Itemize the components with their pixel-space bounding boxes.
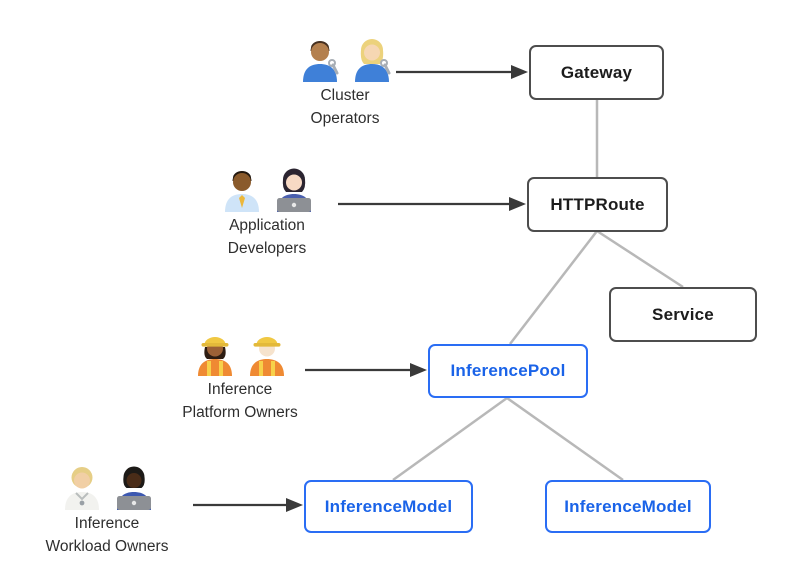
node-inferencemodel-right: InferenceModel [545,480,711,533]
node-inferencemodel-left-label: InferenceModel [324,496,453,516]
edge-httproute-inferencepool [509,230,598,345]
man-technologist-icon [117,466,151,510]
man-construction-worker-icon [250,337,284,376]
arrow-inference-workload-owners-to-inferencemodel [193,498,303,512]
node-service: Service [609,287,757,342]
node-gateway-label: Gateway [560,62,633,82]
inference-workload-owners-label-line1: Inference [74,515,140,532]
persona-inference-platform-owners: Inference Platform Owners [160,330,320,424]
man-mechanic-icon [303,41,339,82]
application-developers-label-line2: Developers [227,240,307,257]
persona-cluster-operators: Cluster Operators [275,36,415,130]
cluster-operators-label-line2: Operators [310,110,380,127]
node-inferencepool: InferencePool [428,344,588,398]
man-office-worker-icon [225,171,259,212]
arrow-inference-platform-owners-to-inferencepool [305,363,427,377]
node-httproute-label: HTTPRoute [550,194,645,214]
health-worker-icon [65,467,99,510]
inference-platform-owners-label-line2: Platform Owners [182,404,298,421]
edge-inferencepool-inferencemodel-right [506,396,624,482]
persona-inference-workload-owners: Inference Workload Owners [27,464,187,558]
cluster-operators-label-line1: Cluster [320,87,370,104]
woman-mechanic-icon [355,39,391,82]
edge-inferencepool-inferencemodel-left [392,396,508,482]
inference-workload-owners-icons [65,466,151,510]
cluster-operators-icons [303,39,391,82]
woman-construction-worker-icon [198,337,232,376]
node-gateway: Gateway [529,45,664,100]
application-developers-icons [225,168,311,212]
inference-workload-owners-label-line2: Workload Owners [45,538,169,555]
arrow-application-developers-to-httproute [338,197,526,211]
node-inferencemodel-right-label: InferenceModel [564,496,692,516]
persona-application-developers: Application Developers [197,166,337,260]
node-inferencepool-label: InferencePool [450,361,566,380]
edge-httproute-service [596,229,684,289]
inference-platform-owners-label-line1: Inference [207,381,273,398]
application-developers-label-line1: Application [229,217,305,234]
arrow-cluster-operators-to-gateway [396,65,528,79]
woman-technologist-icon [277,168,311,212]
node-inferencemodel-left: InferenceModel [304,480,473,533]
node-httproute: HTTPRoute [527,177,668,232]
node-service-label: Service [652,304,714,324]
inference-platform-owners-icons [198,337,284,376]
